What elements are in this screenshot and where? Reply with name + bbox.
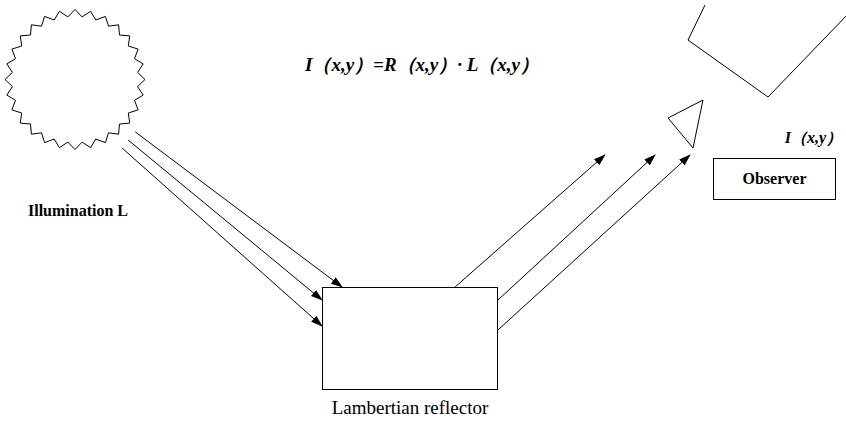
light-ray-arrow: [122, 148, 322, 326]
observer-box: Observer: [713, 158, 836, 200]
node-label: Lambertian reflector: [332, 397, 489, 419]
light-ray-arrow: [128, 140, 322, 300]
light-ray-arrow: [455, 155, 605, 287]
illumination-source: Illumination L: [5, 5, 145, 150]
light-ray-arrow: [498, 155, 690, 330]
node-label: Illumination L: [28, 202, 128, 220]
node-outline: [5, 5, 145, 150]
node-label: I（x,y）: [785, 128, 842, 149]
lambertian-reflector: Lambertian reflector: [322, 287, 498, 390]
observer-camera: I（x,y）: [600, 0, 846, 155]
node-outline: [322, 287, 498, 390]
light-ray-arrow: [498, 155, 655, 300]
light-ray-arrow: [135, 132, 342, 287]
node-label: Observer: [713, 158, 836, 200]
formula-label: I（x,y）=R（x,y）· L（x,y）: [305, 52, 539, 78]
